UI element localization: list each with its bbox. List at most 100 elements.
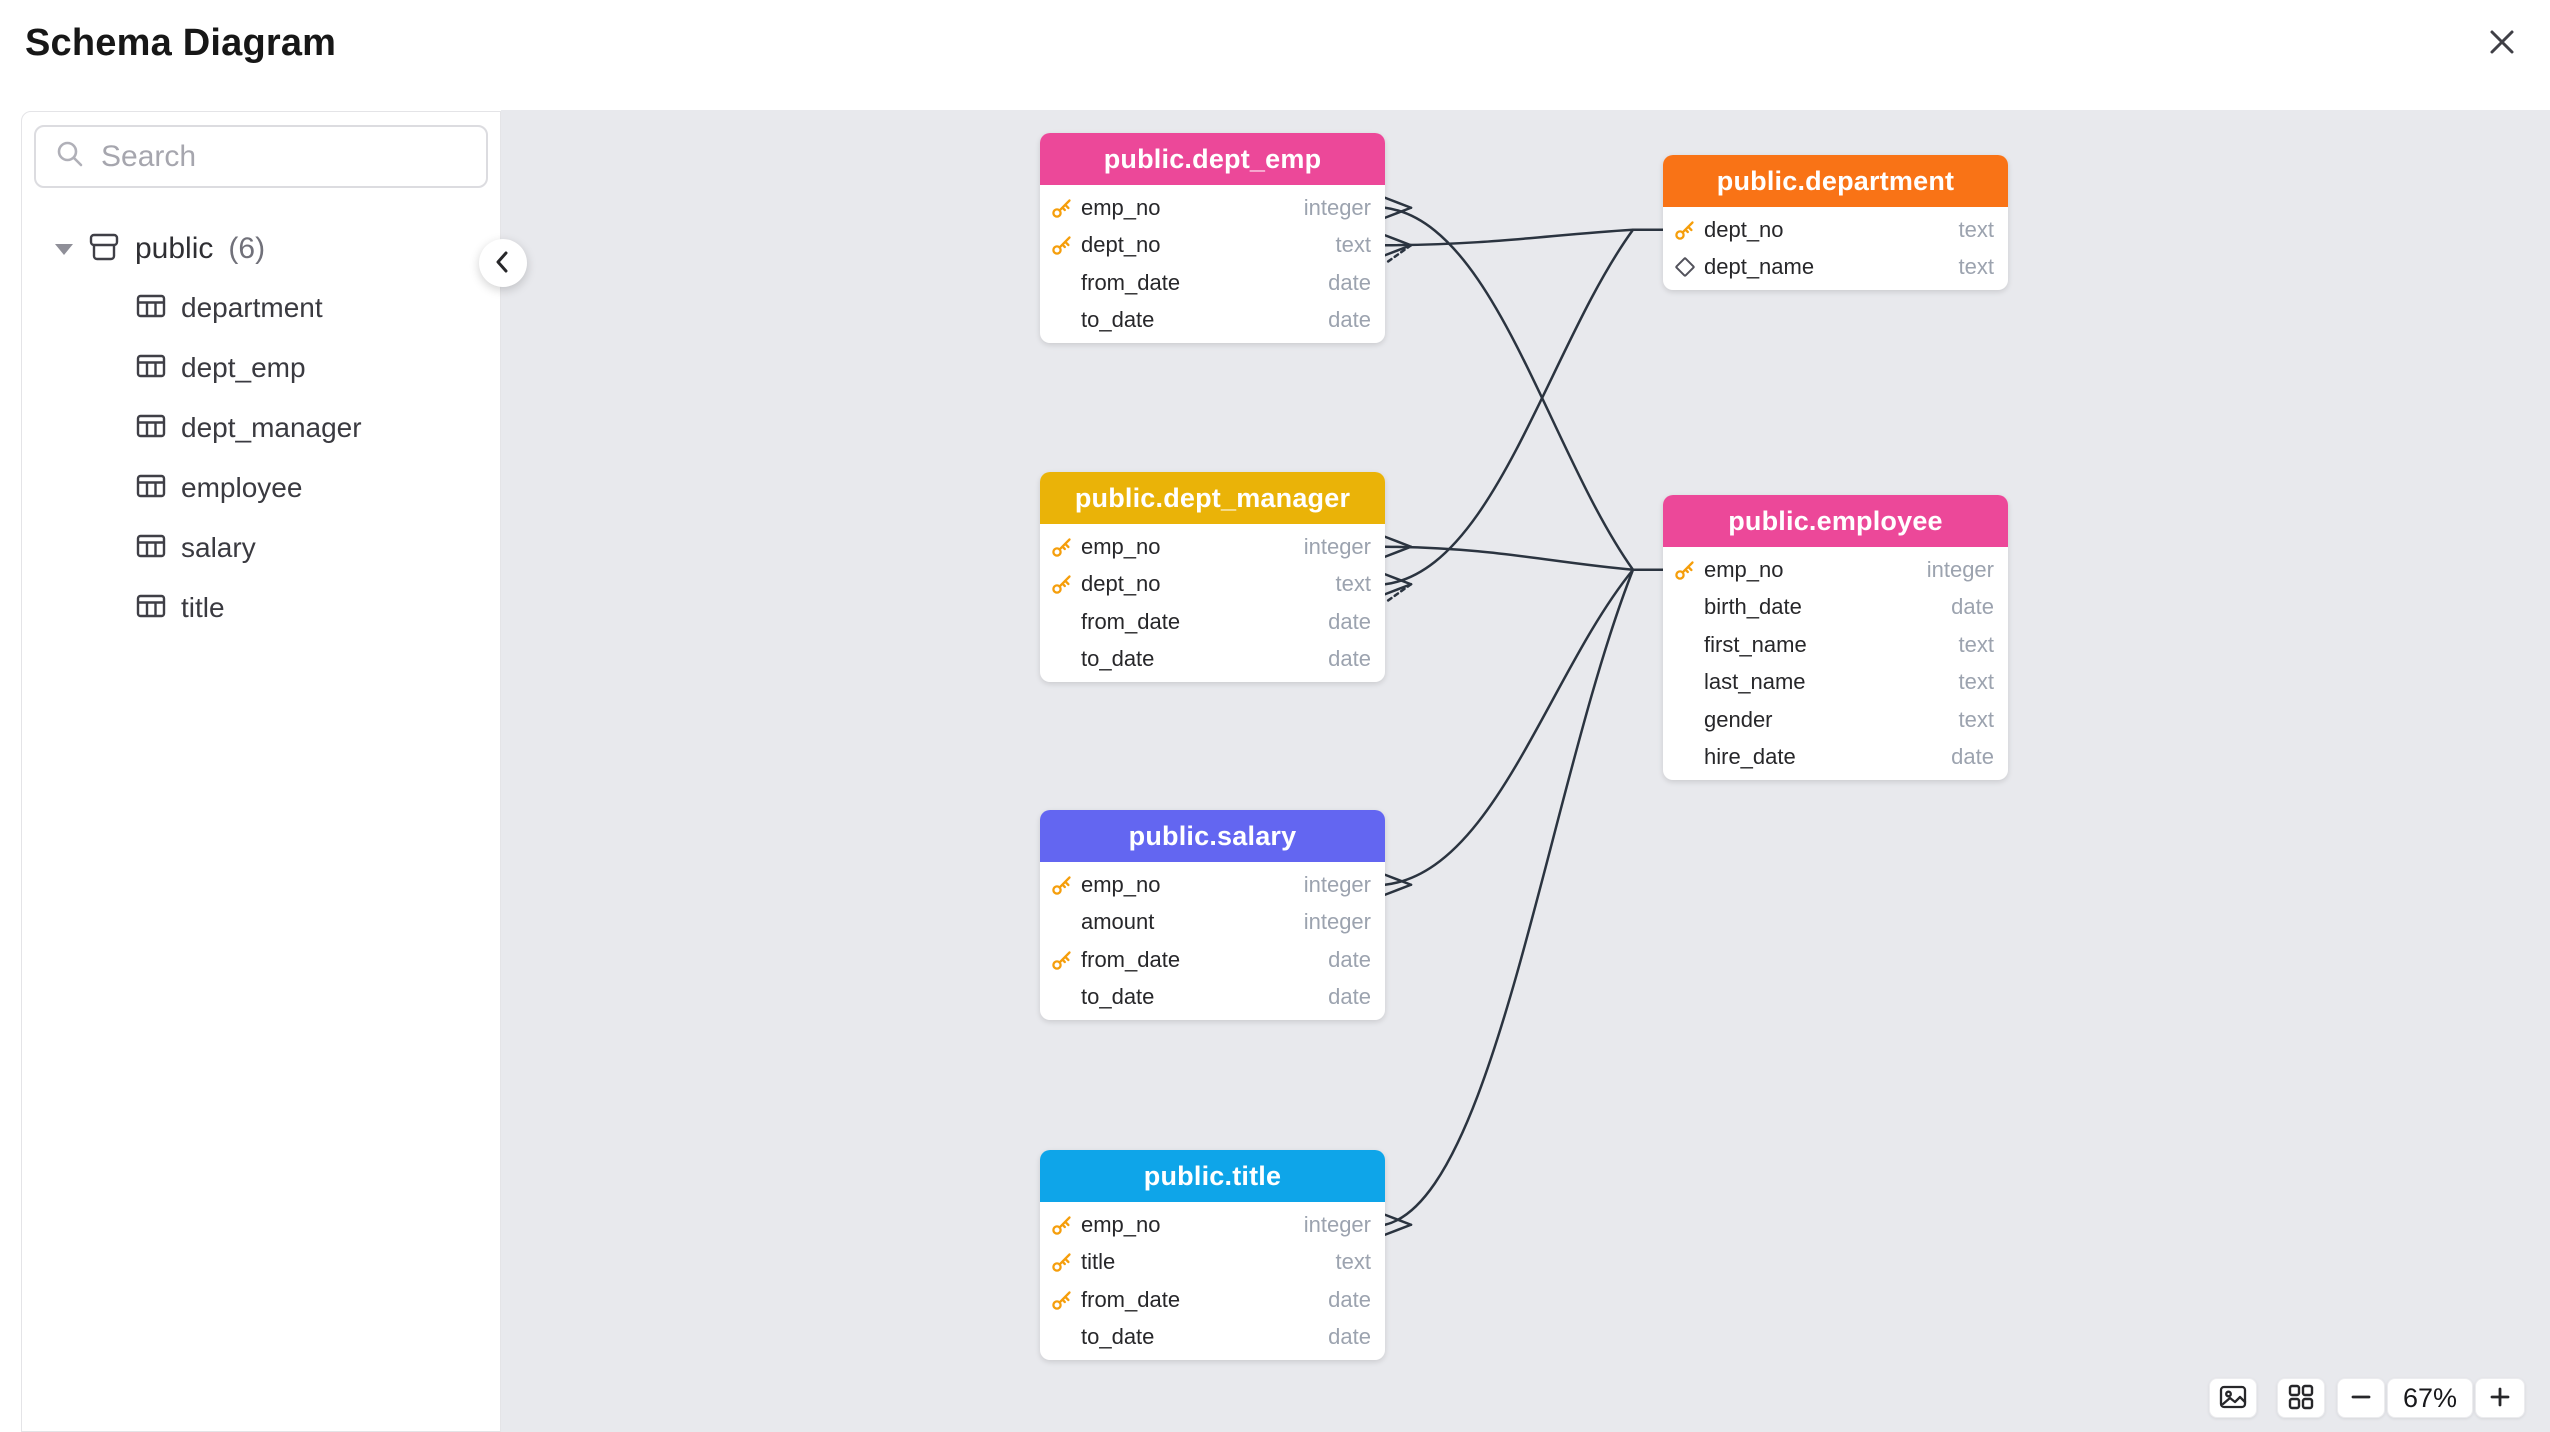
- sidebar-item-label: title: [181, 592, 225, 623]
- sidebar: public (6) department dept_emp dept_mana…: [21, 111, 501, 1432]
- column-spacer: [1049, 609, 1075, 635]
- grid-icon: [2286, 1382, 2316, 1415]
- column-name: to_date: [1081, 307, 1155, 333]
- primary-key-icon: [1049, 195, 1075, 221]
- grid-view-button[interactable]: [2277, 1378, 2325, 1418]
- sidebar-item-label: salary: [181, 532, 256, 563]
- column-spacer: [1049, 909, 1075, 935]
- table-icon: [134, 529, 168, 568]
- zoom-level: 67%: [2387, 1378, 2473, 1418]
- sidebar-item-department[interactable]: department: [22, 278, 500, 338]
- schema-label: public: [135, 232, 214, 265]
- column-type: date: [1328, 1324, 1371, 1350]
- sidebar-item-dept_manager[interactable]: dept_manager: [22, 398, 500, 458]
- column-spacer: [1672, 632, 1698, 658]
- search-icon: [54, 138, 86, 175]
- schema-count: (6): [228, 232, 266, 265]
- column-name: from_date: [1081, 1286, 1181, 1312]
- close-button[interactable]: [2476, 17, 2528, 69]
- column-type: integer: [1303, 1211, 1371, 1237]
- column-name: to_date: [1081, 646, 1155, 672]
- column-name: birth_date: [1704, 594, 1802, 620]
- sidebar-item-employee[interactable]: employee: [22, 458, 500, 518]
- primary-key-icon: [1049, 571, 1075, 597]
- page-title: Schema Diagram: [25, 22, 337, 64]
- column-name: from_date: [1081, 608, 1181, 634]
- table-card-title: public.title: [1040, 1150, 1385, 1202]
- zoom-out-button[interactable]: [2337, 1378, 2385, 1418]
- table-icon: [134, 349, 168, 388]
- zoom-in-button[interactable]: [2475, 1378, 2525, 1418]
- column-type: date: [1951, 594, 1994, 620]
- column-type: integer: [1303, 194, 1371, 220]
- column-type: integer: [1926, 556, 1994, 582]
- export-image-button[interactable]: [2209, 1378, 2257, 1418]
- column-type: text: [1958, 631, 1994, 657]
- column-name: to_date: [1081, 984, 1155, 1010]
- schema-tree: public (6) department dept_emp dept_mana…: [22, 220, 500, 638]
- sidebar-item-label: dept_emp: [181, 352, 306, 383]
- collapse-sidebar-button[interactable]: [479, 239, 527, 287]
- column-row-dept_no: dept_no text: [1663, 211, 2008, 249]
- sidebar-item-title[interactable]: title: [22, 578, 500, 638]
- search-box: [34, 125, 488, 188]
- sidebar-item-dept_emp[interactable]: dept_emp: [22, 338, 500, 398]
- column-name: emp_no: [1081, 194, 1161, 220]
- primary-key-icon: [1672, 557, 1698, 583]
- column-type: date: [1328, 608, 1371, 634]
- column-type: date: [1328, 946, 1371, 972]
- chevron-left-icon: [490, 249, 516, 278]
- column-type: integer: [1303, 533, 1371, 559]
- column-type: integer: [1303, 909, 1371, 935]
- table-icon: [134, 589, 168, 628]
- column-row-from_date: from_date date: [1040, 941, 1385, 979]
- close-icon: [2485, 25, 2519, 62]
- primary-key-icon: [1049, 947, 1075, 973]
- search-input[interactable]: [101, 139, 487, 174]
- primary-key-icon: [1049, 534, 1075, 560]
- diagram-canvas[interactable]: [501, 110, 2550, 1432]
- column-spacer: [1672, 744, 1698, 770]
- table-card-title: public.dept_manager: [1040, 472, 1385, 524]
- sidebar-item-salary[interactable]: salary: [22, 518, 500, 578]
- column-spacer: [1049, 1324, 1075, 1350]
- column-type: text: [1958, 216, 1994, 242]
- primary-key-icon: [1049, 232, 1075, 258]
- tree-row-public[interactable]: public (6): [22, 220, 500, 278]
- column-type: date: [1951, 744, 1994, 770]
- column-name: dept_no: [1081, 232, 1161, 258]
- table-icon: [134, 469, 168, 508]
- column-name: emp_no: [1704, 556, 1784, 582]
- column-name: from_date: [1081, 946, 1181, 972]
- column-type: integer: [1303, 871, 1371, 897]
- image-icon: [2218, 1382, 2248, 1415]
- minus-icon: [2347, 1383, 2375, 1414]
- column-type: date: [1328, 1286, 1371, 1312]
- column-name: dept_no: [1704, 216, 1784, 242]
- column-row-emp_no: emp_no integer: [1663, 551, 2008, 589]
- column-spacer: [1049, 307, 1075, 333]
- table-card-title: public.employee: [1663, 495, 2008, 547]
- table-list: department dept_emp dept_manager employe…: [22, 278, 500, 638]
- column-spacer: [1672, 707, 1698, 733]
- schema-icon: [86, 229, 122, 270]
- column-row-emp_no: emp_no integer: [1040, 189, 1385, 227]
